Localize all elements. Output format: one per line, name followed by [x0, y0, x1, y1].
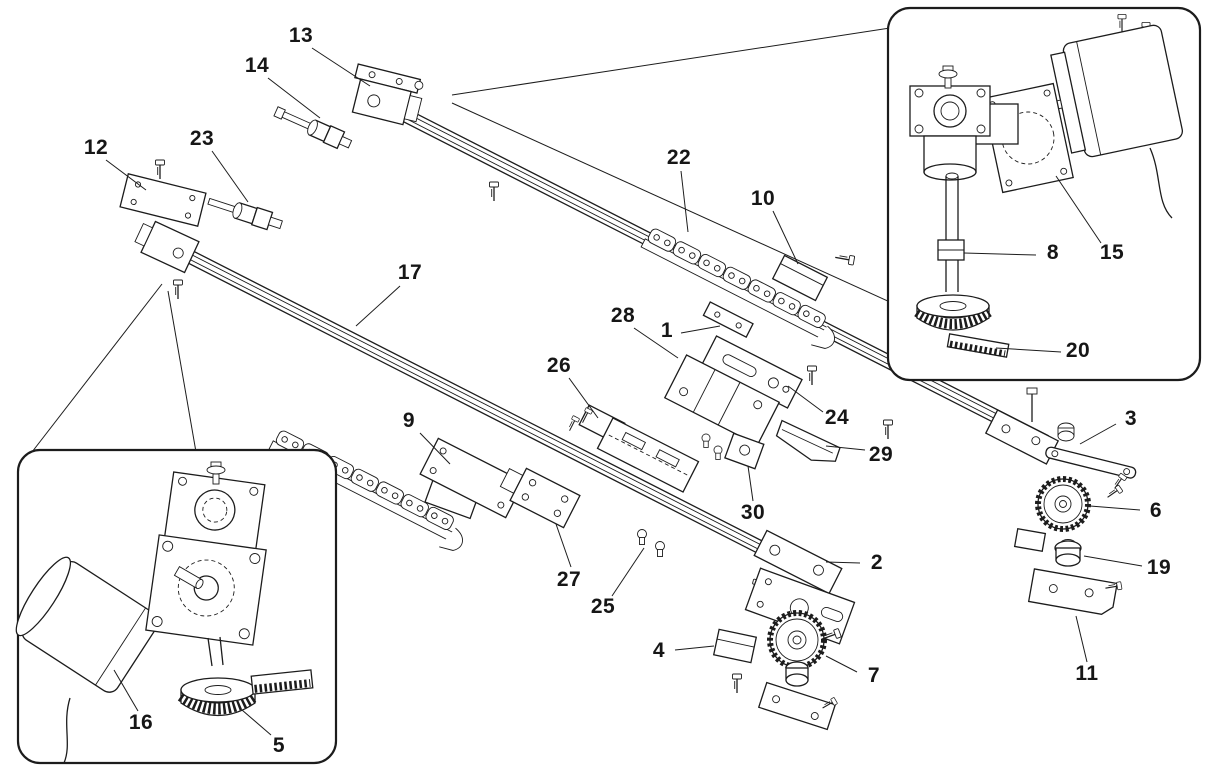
part-label-28: 28 — [610, 304, 636, 327]
rack-segment-20 — [946, 333, 1010, 358]
part-label-3: 3 — [1124, 407, 1138, 430]
plate-9 — [419, 437, 525, 519]
inset-bottom-left — [15, 448, 338, 765]
plate-12 — [119, 173, 207, 227]
part-label-29: 29 — [868, 443, 894, 466]
part-label-30: 30 — [740, 501, 766, 524]
part-label-5: 5 — [272, 734, 286, 757]
bracket-13 — [351, 63, 424, 126]
block-4 — [712, 628, 758, 664]
rail-end-bracket — [134, 220, 200, 274]
part-label-25: 25 — [590, 595, 616, 618]
sensor-box-10 — [771, 254, 829, 302]
belt-clamp-plate — [596, 417, 700, 493]
part-label-8: 8 — [1046, 241, 1060, 264]
leader-lines — [105, 47, 1143, 736]
motor-cable-bl — [63, 697, 71, 764]
part-label-10: 10 — [750, 187, 776, 210]
motor-body-16 — [15, 556, 160, 693]
bracket-plate-11 — [1027, 568, 1118, 615]
idler-gear-6 — [1035, 476, 1091, 532]
motor-cable-tr — [1149, 147, 1173, 219]
tension-link — [1045, 446, 1137, 479]
part-label-16: 16 — [128, 711, 154, 734]
gib-29 — [775, 419, 841, 462]
gearbox-top-plate-bl — [163, 471, 266, 555]
part-label-23: 23 — [189, 127, 215, 150]
base-plate-7 — [757, 681, 837, 731]
block-30 — [724, 432, 765, 470]
carriage-body-28 — [663, 354, 781, 446]
part-label-1: 1 — [660, 319, 674, 342]
part-label-17: 17 — [397, 261, 423, 284]
part-label-19: 19 — [1146, 556, 1172, 579]
part-label-24: 24 — [824, 406, 850, 429]
coupling-23 — [207, 197, 283, 231]
block-2 — [753, 529, 843, 595]
part-label-4: 4 — [652, 639, 666, 662]
chain-segment-22 — [640, 226, 835, 349]
part-label-12: 12 — [83, 136, 109, 159]
bolt-bl — [206, 461, 226, 485]
output-shaft-bl — [173, 566, 204, 590]
drive-gear-7 — [767, 610, 827, 670]
spacer-block-6 — [1013, 527, 1047, 553]
part-label-7: 7 — [867, 664, 881, 687]
pinion-gear-tr — [914, 294, 992, 331]
zoom-wedge-lines — [31, 27, 891, 453]
gearbox-plate-bl — [145, 534, 267, 646]
part-label-9: 9 — [402, 409, 416, 432]
part-label-26: 26 — [546, 354, 572, 377]
pinion-gear-5 — [177, 677, 259, 717]
bolt-3 — [1026, 387, 1038, 422]
coupling-14 — [273, 106, 353, 150]
part-label-2: 2 — [870, 551, 884, 574]
part-label-27: 27 — [556, 568, 582, 591]
part-label-6: 6 — [1149, 499, 1163, 522]
part-label-13: 13 — [288, 24, 314, 47]
part-label-14: 14 — [244, 54, 270, 77]
belt-segment-bl — [250, 669, 314, 695]
part-label-11: 11 — [1075, 662, 1099, 685]
part-label-20: 20 — [1065, 339, 1091, 362]
inset-top-right — [886, 6, 1202, 382]
part-label-22: 22 — [666, 146, 692, 169]
block-27 — [499, 467, 581, 529]
gearbox-body-tr — [909, 85, 1019, 181]
part-label-15: 15 — [1099, 241, 1125, 264]
hub-19 — [1054, 539, 1082, 567]
clamp-plate-1 — [702, 301, 754, 339]
drive-shaft-8 — [937, 172, 965, 292]
hub-7 — [785, 661, 809, 687]
bolt-tr — [938, 65, 958, 89]
nut-3 — [1057, 422, 1075, 442]
